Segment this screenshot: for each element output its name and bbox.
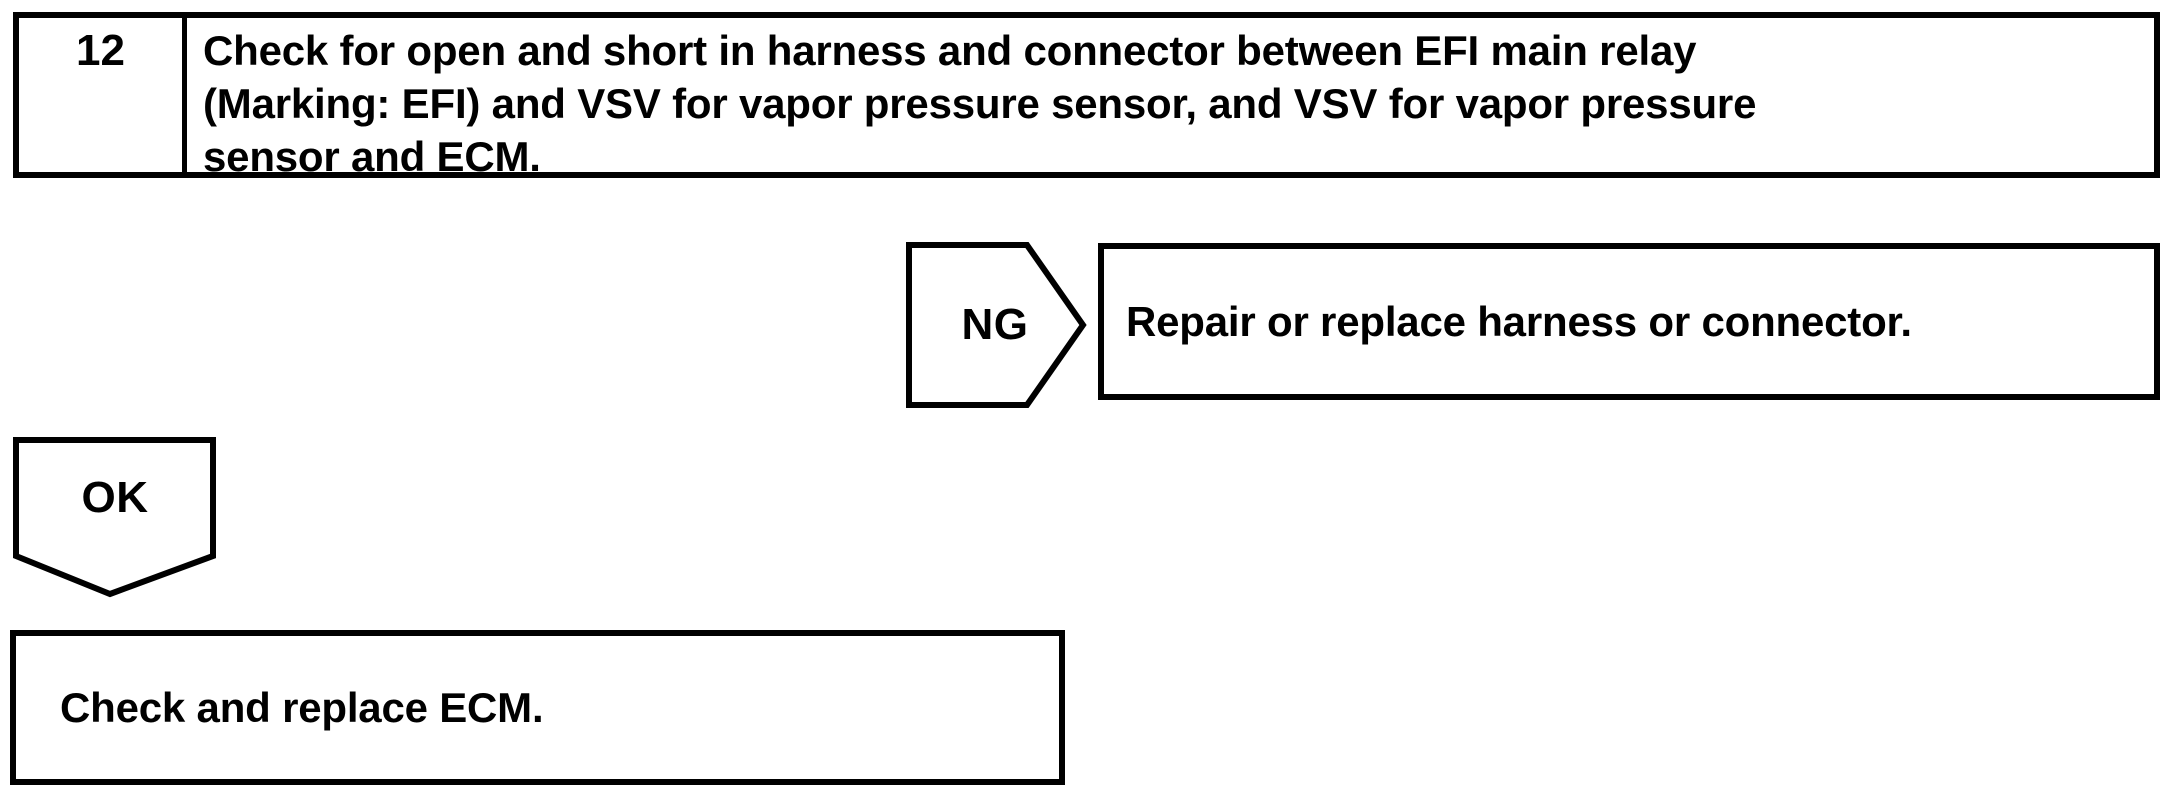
ng-action-box: Repair or replace harness or connector. [1098,243,2160,400]
ok-pentagon-icon [13,437,216,598]
ok-label: OK [81,473,149,522]
step-number: 12 [76,26,125,75]
ng-label: NG [961,300,1029,349]
ng-action-text: Repair or replace harness or connector. [1126,297,1912,345]
ng-connector-shape [905,242,1087,408]
ng-pentagon-icon [906,242,1087,408]
ok-action-box: Check and replace ECM. [10,630,1065,785]
step-box: 12 Check for open and short in harness a… [13,12,2160,180]
step-number-cell: 12 [19,18,187,172]
step-instruction-text: Check for open and short in harness and … [203,27,1757,180]
ok-action-text: Check and replace ECM. [60,683,544,731]
ok-connector-shape [13,437,217,599]
